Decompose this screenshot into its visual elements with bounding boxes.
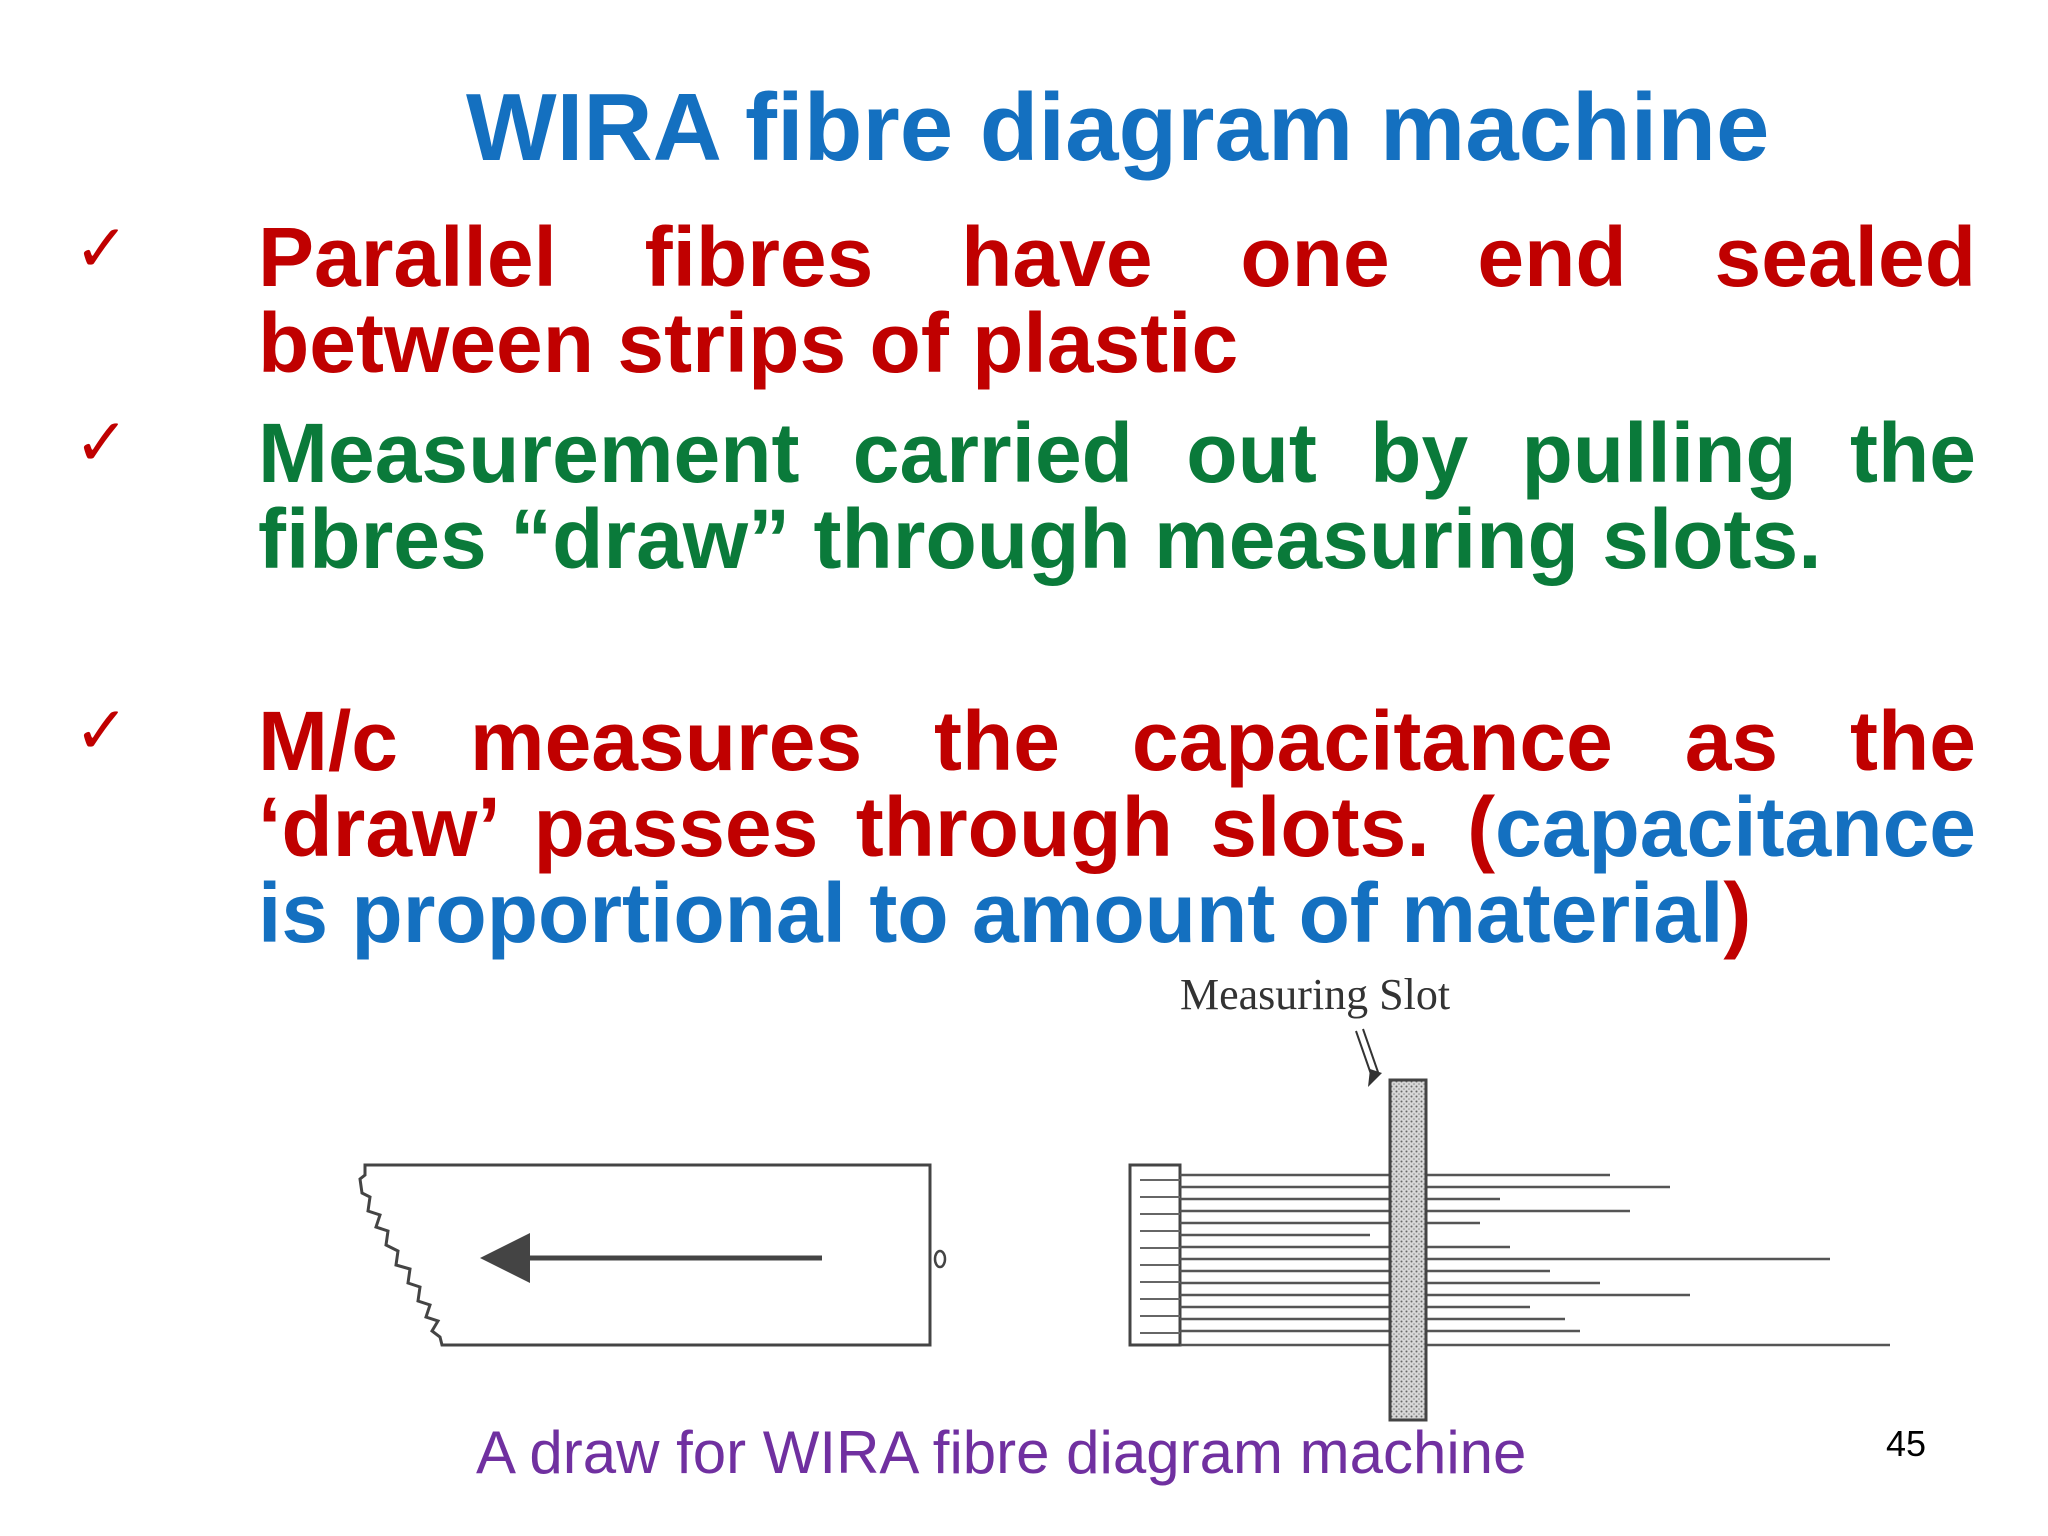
diagram-caption: A draw for WIRA fibre diagram machine	[476, 1419, 1527, 1486]
page-number: 45	[1886, 1423, 1927, 1464]
bullet-2-text: Measurement carried out by pulling the f…	[258, 406, 1976, 586]
measuring-slot-label: Measuring Slot	[1180, 970, 1450, 1019]
bullet-3-main: M/c measures the capacitance as the ‘dra…	[258, 694, 1976, 874]
draw-diagram: Measuring Slot	[340, 965, 1900, 1505]
measuring-slot	[1388, 1078, 1428, 1422]
check-icon: ✓	[74, 692, 130, 769]
paren-close: )	[1723, 866, 1752, 960]
slot-pointer-arrow	[1355, 1028, 1382, 1087]
marker-hole	[933, 1249, 947, 1269]
bullet-1-text: Parallel fibres have one end sealed betw…	[258, 210, 1976, 390]
plastic-strip	[358, 1163, 932, 1347]
slide-title: WIRA fibre diagram machine	[466, 74, 1770, 181]
fibres	[1180, 1173, 1890, 1347]
clamp-block	[1128, 1163, 1182, 1347]
paren-open: (	[1467, 780, 1496, 874]
bullet-3-paren-text: capacitance is proportional to amount of…	[258, 780, 1976, 960]
check-icon: ✓	[74, 210, 130, 287]
left-arrow-icon	[480, 1233, 822, 1283]
check-icon: ✓	[74, 404, 130, 481]
bullet-3-text: M/c measures the capacitance as the ‘dra…	[258, 698, 1976, 956]
